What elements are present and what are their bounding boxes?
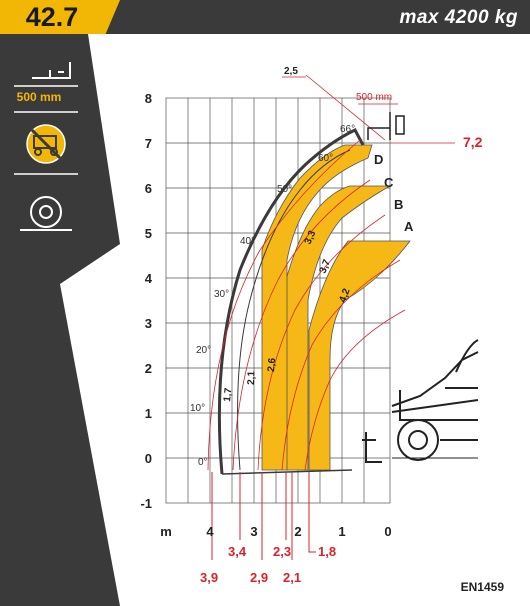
x-tick: 2 [294, 524, 301, 539]
tyre-icon [20, 196, 72, 231]
x-tick: 0 [384, 524, 391, 539]
reach-row1: 2,3 [273, 544, 291, 559]
side-icons [14, 62, 78, 231]
y-tick: 7 [145, 136, 152, 151]
y-tick: 2 [145, 361, 152, 376]
x-axis-labels: m 4 3 2 1 0 [160, 524, 391, 539]
reach-row2: 2,1 [283, 570, 301, 585]
document-code: EN1459 [460, 580, 504, 594]
mark-c: C [384, 175, 394, 190]
model-badge [0, 0, 120, 34]
top-step: 500 mm [356, 92, 392, 103]
y-tick: 1 [145, 406, 152, 421]
max-height: 7,2 [463, 134, 483, 150]
angle-66: 66° [340, 124, 355, 135]
fork-step-icon [32, 62, 71, 79]
carriage-top [367, 112, 405, 140]
y-tick: 8 [145, 91, 152, 106]
y-tick: 4 [145, 271, 153, 286]
angle-20: 20° [196, 345, 211, 356]
fork-bottom [362, 432, 382, 463]
outer-envelope [217, 128, 365, 475]
inner-envelope [237, 149, 351, 471]
cap-3-7: 3,7 [318, 258, 334, 275]
red-arcs [207, 74, 455, 471]
y-tick: 5 [145, 226, 152, 241]
machine-silhouette [391, 339, 479, 461]
angle-60: 60° [318, 153, 333, 164]
model-number: 42.7 [25, 2, 79, 32]
angle-30: 30° [214, 289, 229, 300]
mark-d: D [374, 152, 383, 167]
angle-50: 50° [277, 184, 292, 195]
max-load-label: max 4200 kg [399, 7, 518, 28]
reach-row2: 3,9 [200, 570, 218, 585]
reach-row2: 2,9 [250, 570, 268, 585]
extension-marks: A B C D [374, 152, 414, 234]
mark-b: B [394, 197, 403, 212]
top-dimension: 2,5 [284, 66, 298, 77]
no-stabilizers-icon [26, 124, 66, 164]
reach-lines [211, 472, 316, 560]
mark-a: A [404, 219, 414, 234]
reach-labels: 3,4 2,3 1,8 3,9 2,9 2,1 [200, 544, 336, 585]
y-tick: -1 [140, 496, 152, 511]
reach-row1: 1,8 [318, 544, 336, 559]
cap-1-7: 1,7 [222, 387, 234, 402]
angle-10: 10° [190, 403, 205, 414]
x-tick: 1 [338, 524, 345, 539]
cap-2-1: 2,1 [246, 370, 257, 385]
x-tick: 4 [206, 524, 214, 539]
capacity-labels: 4,2 3,7 3,3 2,6 2,1 1,7 [222, 229, 353, 403]
x-unit: m [160, 524, 172, 539]
y-tick: 6 [145, 181, 152, 196]
x-tick: 3 [250, 524, 257, 539]
base-line [221, 469, 353, 475]
cap-2-6: 2,6 [266, 357, 278, 372]
angle-labels: 0° 10° 20° 30° 40° 50° 60° 66° [190, 124, 355, 468]
cap-4-2: 4,2 [337, 287, 352, 304]
reach-row1: 3,4 [228, 544, 247, 559]
y-axis-labels: 8 7 6 5 4 3 2 1 0 -1 [140, 91, 152, 511]
y-tick: 3 [145, 316, 152, 331]
y-tick: 0 [145, 451, 152, 466]
angle-40: 40° [240, 236, 255, 247]
step-label: 500 mm [16, 90, 62, 104]
angle-0: 0° [198, 457, 208, 468]
cap-3-3: 3,3 [303, 229, 319, 247]
